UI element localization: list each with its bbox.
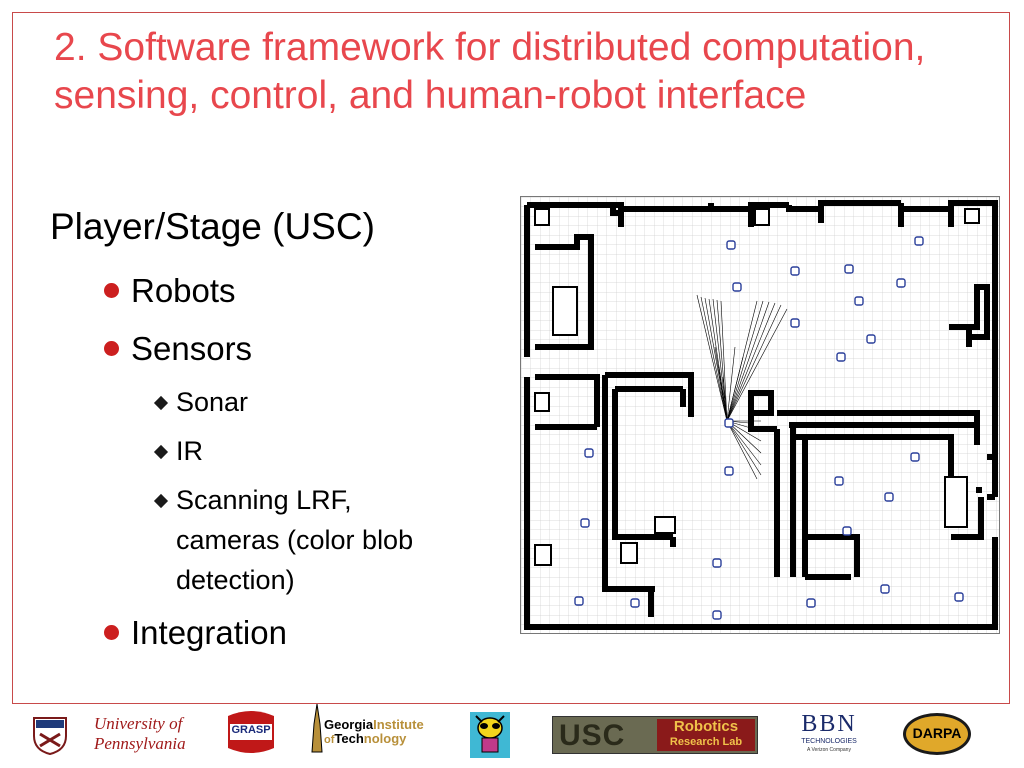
gatech-institute: Institute — [373, 717, 424, 732]
gatech-tech: Tech — [334, 731, 364, 746]
bbn-verizon: A Verizon Company — [807, 747, 851, 753]
bullet-robots-label: Robots — [131, 272, 236, 309]
gatech-of: of — [324, 734, 335, 746]
bullet-dot-icon — [104, 624, 119, 640]
darpa-label: DARPA — [912, 725, 962, 741]
gatech-buzz-mascot-icon — [470, 712, 510, 758]
bullet-integration: Integration — [104, 614, 287, 652]
bbn-logo: BBN TECHNOLOGIES A Verizon Company — [794, 712, 864, 753]
sub-bullet-sonar: Sonar — [176, 387, 249, 417]
bullet-sensors: Sensors — [104, 330, 252, 368]
logos-footer: University of Pennsylvania GRASP Georgia… — [0, 704, 1024, 768]
usc-research-lab-text: Research Lab — [669, 736, 743, 748]
sub-bullet-lrf: Scanning LRF, cameras (color blob detect… — [176, 480, 413, 600]
upenn-wordmark: University of Pennsylvania — [94, 714, 186, 754]
usc-robotics-panel: Robotics Research Lab — [657, 719, 755, 751]
sub-bullet-lrf-line3: detection) — [176, 565, 295, 595]
robot-markers — [574, 236, 964, 620]
sub-bullet-lrf-line2: cameras (color blob — [176, 525, 414, 555]
upenn-line2: Pennsylvania — [94, 734, 186, 753]
stage-map-figure — [520, 196, 1000, 634]
sub-bullet-lrf-line1: Scanning LRF, — [176, 485, 352, 515]
slide-title: 2. Software framework for distributed co… — [54, 26, 926, 117]
map-fixtures — [534, 208, 980, 566]
section-heading: Player/Stage (USC) — [50, 206, 375, 247]
grasp-logo-icon — [228, 711, 274, 753]
bullet-dot-icon — [104, 340, 119, 356]
bbn-label: BBN — [801, 711, 857, 737]
sub-bullet-ir: IR — [176, 436, 203, 466]
gatech-georgia: Georgia — [324, 717, 374, 732]
darpa-logo-icon — [903, 713, 971, 755]
upenn-line1: University of — [94, 714, 183, 733]
bullet-integration-label: Integration — [131, 614, 287, 651]
grasp-label: GRASP — [231, 724, 271, 736]
bullet-dot-icon — [104, 282, 119, 298]
usc-robotics-logo: USC Robotics Research Lab — [552, 716, 758, 754]
bullet-robots: Robots — [104, 272, 236, 310]
usc-label: USC — [559, 719, 626, 752]
gatech-nology: nology — [363, 731, 407, 746]
slide-frame — [12, 12, 1010, 704]
map-walls — [524, 200, 998, 630]
gatech-wordmark: GeorgiaInstitute ofTechnology — [324, 718, 424, 747]
bullet-sensors-label: Sensors — [131, 330, 253, 367]
gatech-tower-icon — [311, 704, 323, 753]
usc-robotics-text: Robotics — [673, 718, 739, 735]
stage-map-svg — [521, 197, 999, 633]
upenn-shield-icon — [33, 717, 67, 756]
bbn-technologies: TECHNOLOGIES — [801, 738, 857, 745]
